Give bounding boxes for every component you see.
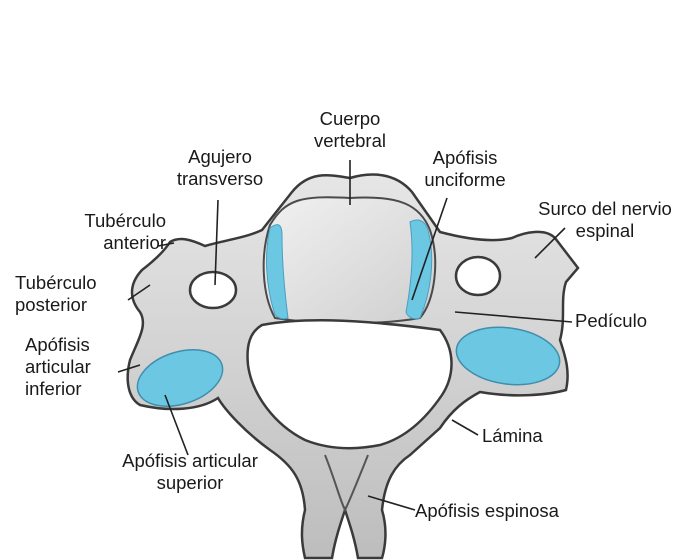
label-pediculo: Pedículo — [575, 310, 647, 331]
unciform-cartilage-right — [405, 219, 433, 320]
leader-tuberculo-posterior — [127, 284, 151, 301]
leader-tuberculo-anterior — [157, 242, 175, 247]
transverse-foramen-left — [188, 270, 238, 310]
leader-apofisis-unciforme — [411, 197, 448, 301]
vertebral-body — [262, 196, 437, 325]
articular-facet-left — [136, 349, 224, 407]
leader-surco-nervio — [534, 227, 566, 259]
label-apofisis-espinosa: Apófisis espinosa — [415, 500, 559, 521]
spinous-process-ridge — [324, 454, 369, 513]
leader-agujero-transverso — [214, 199, 219, 286]
transverse-foramen-right — [454, 255, 502, 297]
leader-pediculo — [454, 311, 573, 323]
unciform-cartilage-left — [266, 224, 289, 320]
leader-lamina — [451, 419, 479, 436]
leader-articular-superior — [164, 394, 189, 456]
articular-facet-right — [455, 326, 561, 386]
vertebral-foramen — [246, 319, 453, 450]
leader-apofisis-espinosa — [367, 495, 416, 511]
leader-articular-inferior — [117, 364, 141, 373]
label-lamina: Lámina — [482, 425, 543, 446]
